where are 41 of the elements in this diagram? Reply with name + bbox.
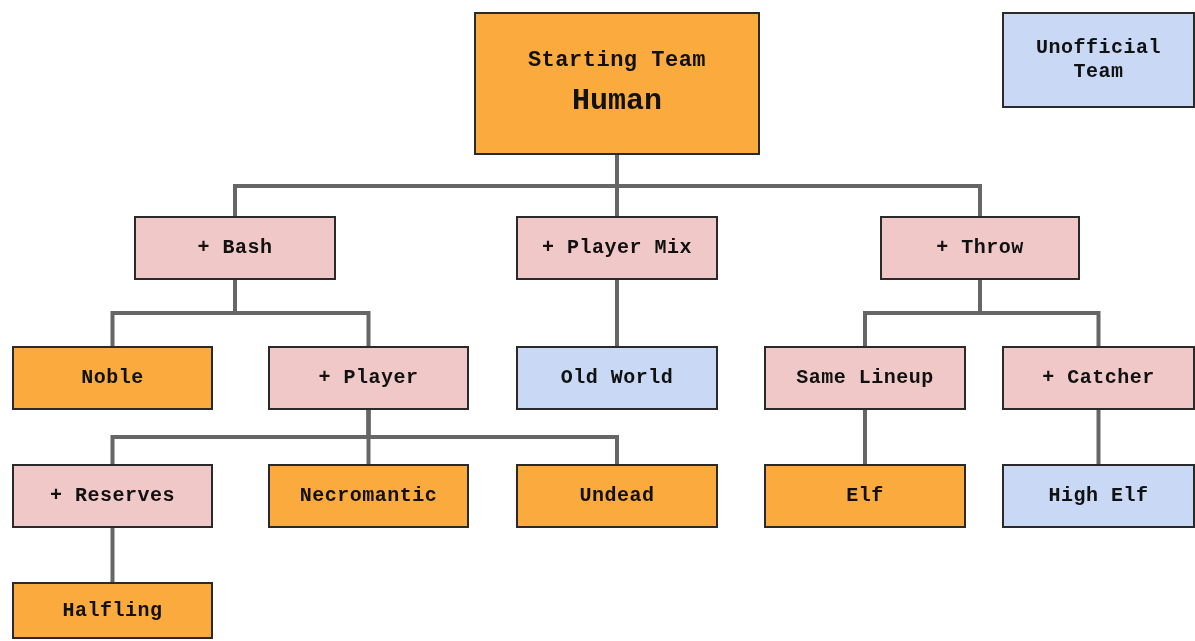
box-label: Noble (81, 366, 144, 390)
box-label: Unofficial Team (1035, 36, 1162, 84)
team-box (268, 464, 469, 528)
team-box (1002, 346, 1195, 410)
connector-line (863, 410, 867, 464)
box-label: Human (572, 82, 662, 119)
team-box (1002, 464, 1195, 528)
team-box (516, 464, 718, 528)
box-label: + Player (318, 366, 419, 390)
team-box (880, 216, 1080, 280)
box-label: Undead (579, 484, 655, 508)
box-label: Necromantic (299, 484, 438, 508)
box-label: Same Lineup (796, 366, 934, 390)
box-label: High Elf (1048, 484, 1149, 508)
box-label: Elf (846, 484, 884, 508)
team-box (474, 12, 760, 155)
connector-line (233, 280, 371, 346)
team-box (12, 582, 213, 639)
connector-line (615, 280, 619, 346)
team-box (12, 346, 213, 410)
team-box (764, 464, 966, 528)
box-label: + Catcher (1042, 366, 1155, 390)
connector-line (978, 280, 1101, 346)
box-label: + Throw (936, 236, 1024, 260)
connector-line (1096, 410, 1101, 464)
team-box (12, 464, 213, 528)
team-box (764, 346, 966, 410)
box-label: + Bash (197, 236, 273, 260)
box-label: + Player Mix (542, 236, 692, 260)
team-box (134, 216, 336, 280)
team-box (516, 216, 718, 280)
connector-line (110, 528, 115, 582)
box-label: + Reserves (50, 484, 175, 508)
box-label: Halfling (62, 598, 163, 623)
connector-line (615, 155, 982, 216)
connector-line (366, 410, 619, 464)
team-box (1002, 12, 1195, 108)
team-box (516, 346, 718, 410)
box-label: Old World (560, 366, 674, 390)
team-box (268, 346, 469, 410)
box-label: Starting Team (527, 48, 707, 75)
